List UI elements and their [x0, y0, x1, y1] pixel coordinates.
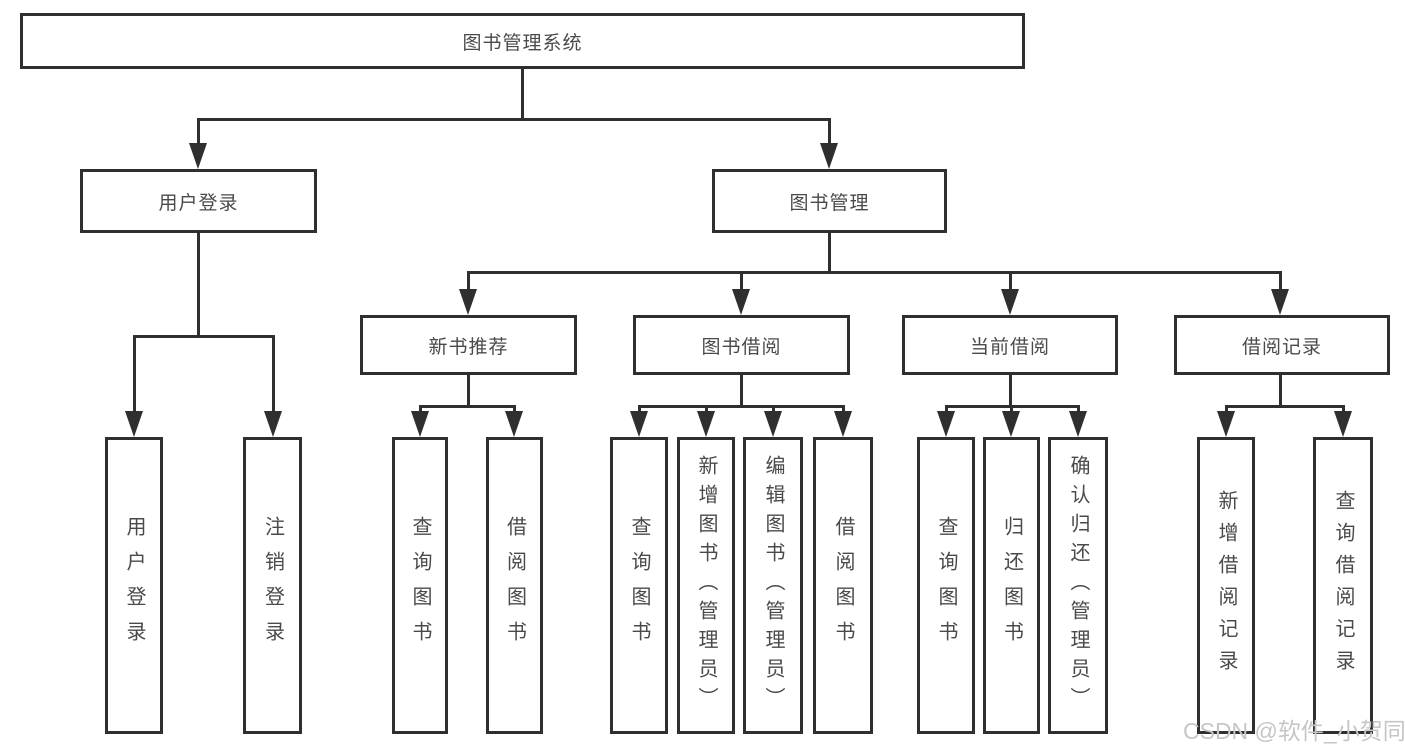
node-library-system: 图书管理系统 [20, 13, 1025, 69]
connector-line [1010, 405, 1013, 414]
node-new-book-recommend: 新书推荐 [360, 315, 577, 375]
node-book-borrow: 图书借阅 [633, 315, 850, 375]
node-query-books-recommend: 查询图书 [392, 437, 448, 734]
node-query-borrow-record: 查询借阅记录 [1313, 437, 1373, 734]
connector-line [1279, 375, 1282, 405]
arrow-down-icon [1217, 411, 1235, 437]
node-label: 确认归还（管理员） [1067, 455, 1089, 716]
node-label: 归还图书 [1000, 515, 1023, 656]
node-borrow-book-recommend: 借阅图书 [486, 437, 543, 734]
node-label: 新增借阅记录 [1215, 489, 1237, 682]
connector-line [467, 271, 1282, 274]
csdn-watermark: CSDN @软件_小贺同学 [1183, 718, 1405, 744]
connector-line [1009, 375, 1012, 405]
arrow-down-icon [820, 143, 838, 169]
arrow-down-icon [189, 143, 207, 169]
connector-line [1009, 271, 1012, 292]
node-book-management: 图书管理 [712, 169, 947, 233]
node-label: 查询图书 [409, 515, 431, 656]
arrow-down-icon [630, 411, 648, 437]
node-label: 当前借阅 [969, 336, 1050, 358]
node-user-login: 用户登录 [80, 169, 317, 233]
connector-line [828, 233, 831, 271]
connector-line [638, 405, 844, 408]
arrow-down-icon [1334, 411, 1352, 437]
connector-line [133, 335, 136, 414]
node-query-books-current: 查询图书 [917, 437, 975, 734]
connector-line [740, 271, 743, 292]
node-query-books-borrow: 查询图书 [610, 437, 668, 734]
node-edit-book-admin: 编辑图书（管理员） [743, 437, 803, 734]
connector-line [467, 375, 470, 405]
node-add-book-admin: 新增图书（管理员） [677, 437, 735, 734]
connector-line [133, 335, 274, 338]
arrow-down-icon [1271, 289, 1289, 315]
node-current-borrow: 当前借阅 [902, 315, 1118, 375]
node-add-borrow-record: 新增借阅记录 [1197, 437, 1255, 734]
node-label: 图书管理系统 [462, 32, 583, 54]
node-logout: 注销登录 [243, 437, 302, 734]
node-label: 图书借阅 [701, 336, 782, 358]
connector-line [772, 405, 775, 414]
arrow-down-icon [411, 411, 429, 437]
node-borrow-book: 借阅图书 [813, 437, 873, 734]
arrow-down-icon [1002, 411, 1020, 437]
node-confirm-return-admin: 确认归还（管理员） [1048, 437, 1108, 734]
connector-line [467, 271, 470, 292]
arrow-down-icon [834, 411, 852, 437]
node-label: 新书推荐 [428, 336, 509, 358]
arrow-down-icon [764, 411, 782, 437]
node-label: 借阅图书 [832, 515, 854, 656]
node-borrow-records: 借阅记录 [1174, 315, 1390, 375]
connector-line [1225, 405, 1228, 414]
connector-line [1225, 405, 1344, 408]
arrow-down-icon [1069, 411, 1087, 437]
arrow-down-icon [264, 411, 282, 437]
connector-line [513, 405, 516, 414]
connector-line [705, 405, 708, 414]
node-label: 图书管理 [789, 192, 870, 214]
connector-line [197, 118, 831, 121]
node-label: 借阅记录 [1241, 336, 1322, 358]
node-label: 新增图书（管理员） [695, 455, 717, 716]
arrow-down-icon [732, 289, 750, 315]
connector-line [272, 335, 275, 414]
connector-line [419, 405, 516, 408]
node-label: 查询借阅记录 [1332, 489, 1354, 682]
connector-line [1279, 271, 1282, 292]
node-label: 借阅图书 [503, 515, 526, 656]
connector-line [842, 405, 845, 414]
connector-line [521, 69, 524, 118]
arrow-down-icon [459, 289, 477, 315]
arrow-down-icon [697, 411, 715, 437]
arrow-down-icon [505, 411, 523, 437]
connector-line [1077, 405, 1080, 414]
connector-line [197, 233, 200, 335]
node-label: 查询图书 [628, 515, 650, 656]
connector-line [197, 118, 200, 146]
connector-line [419, 405, 422, 414]
connector-line [945, 405, 948, 414]
arrow-down-icon [1001, 289, 1019, 315]
connector-line [740, 375, 743, 405]
node-label: 注销登录 [261, 515, 284, 656]
connector-line [638, 405, 641, 414]
arrow-down-icon [125, 411, 143, 437]
connector-line [1342, 405, 1345, 414]
node-return-book: 归还图书 [983, 437, 1040, 734]
connector-line [828, 118, 831, 146]
arrow-down-icon [937, 411, 955, 437]
node-label: 用户登录 [123, 515, 145, 656]
node-login: 用户登录 [105, 437, 163, 734]
node-label: 查询图书 [935, 515, 957, 656]
node-label: 编辑图书（管理员） [762, 455, 784, 716]
node-label: 用户登录 [158, 192, 239, 214]
